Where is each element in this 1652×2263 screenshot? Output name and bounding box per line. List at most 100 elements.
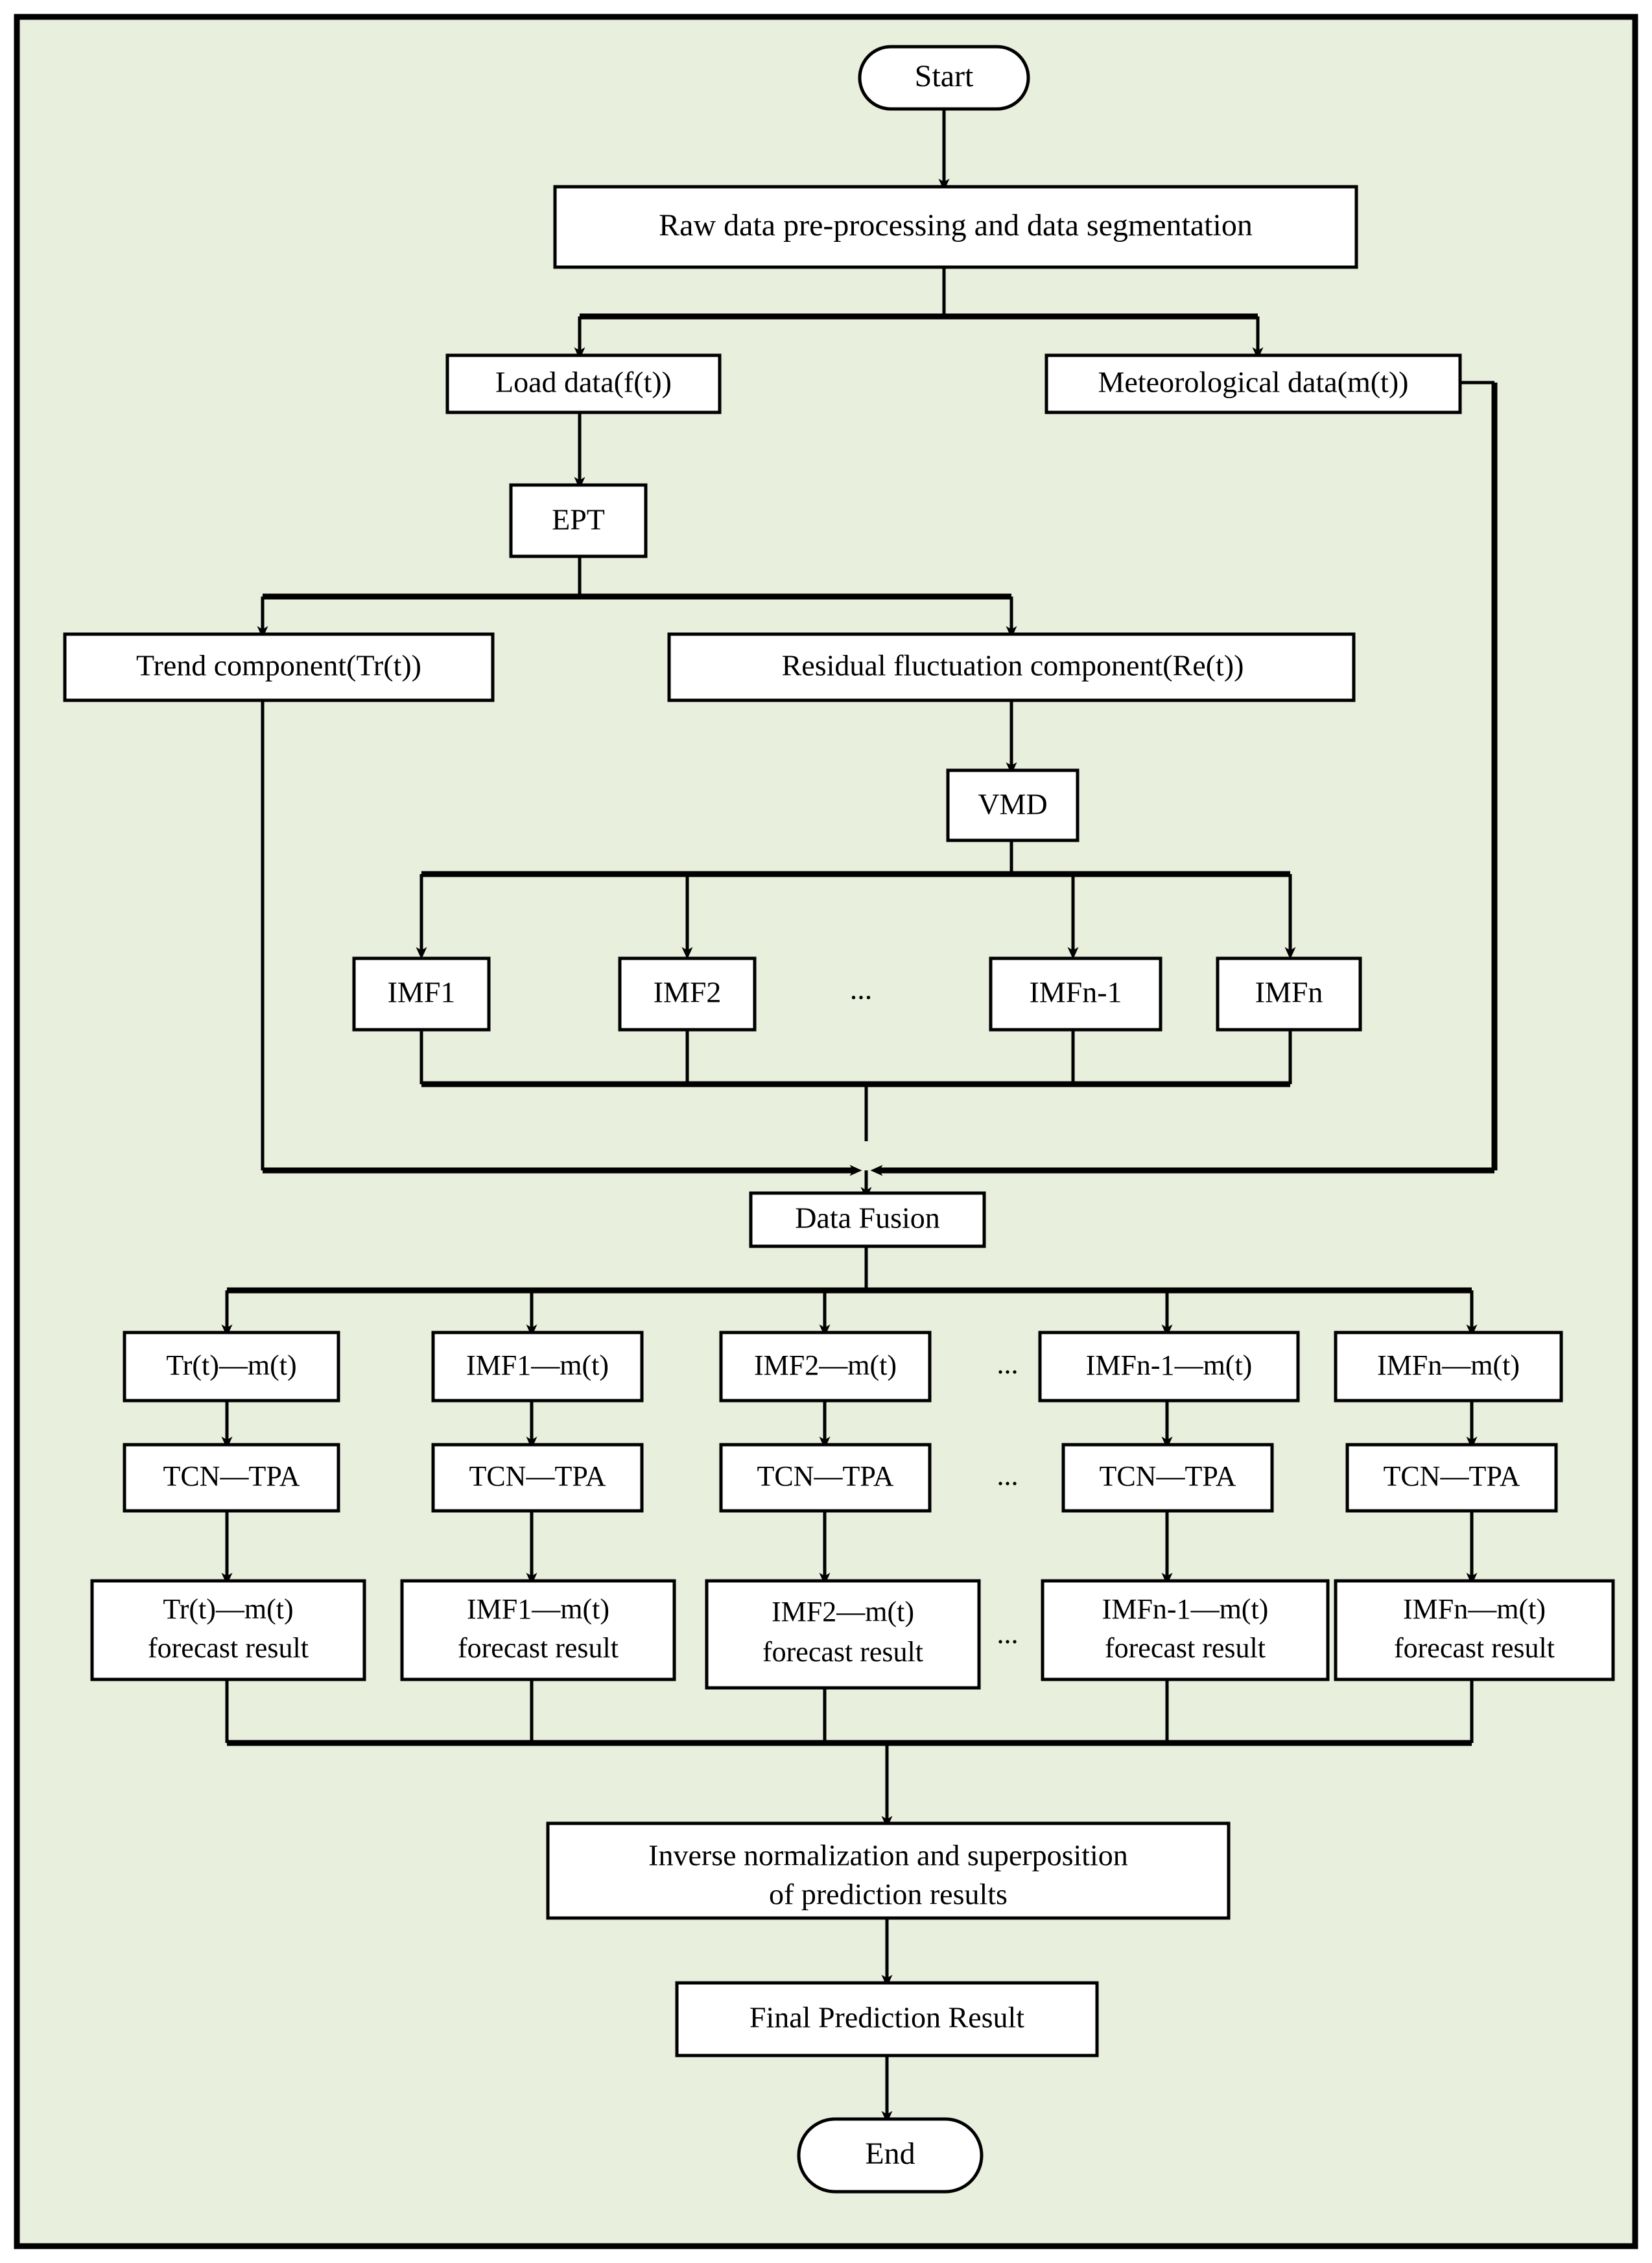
- pair-1-label: Tr(t)—m(t): [166, 1349, 296, 1381]
- vmd-shape: [946, 768, 1080, 842]
- model-1-shape: [123, 1443, 340, 1513]
- residual-label: Residual fluctuation component(Re(t)): [782, 649, 1244, 682]
- preprocess-shape: [553, 185, 1358, 269]
- model-4-label: TCN—TPA: [1099, 1460, 1236, 1492]
- node-model-1[interactable]: TCN—TPA: [123, 1443, 340, 1513]
- node-preprocess[interactable]: Raw data pre-processing and data segment…: [553, 185, 1358, 269]
- connector-layer: [221, 109, 1498, 2124]
- result-2-line1: IMF1—m(t): [467, 1593, 609, 1625]
- result-4-line2: forecast result: [1105, 1632, 1266, 1664]
- residual-shape: [667, 632, 1356, 702]
- node-inverse-normalization[interactable]: Inverse normalization and superposition …: [546, 1821, 1231, 1920]
- data-fusion-label: Data Fusion: [795, 1202, 940, 1235]
- load-data-label: Load data(f(t)): [495, 366, 672, 399]
- imf2-shape: [618, 956, 757, 1032]
- node-load-data[interactable]: Load data(f(t)): [445, 353, 722, 414]
- pair-1-shape: [123, 1331, 340, 1403]
- result-4-shape: [1041, 1579, 1330, 1681]
- result-1-line1: Tr(t)—m(t): [163, 1593, 293, 1625]
- node-vmd[interactable]: VMD: [946, 768, 1080, 842]
- node-result-3[interactable]: IMF2—m(t) forecast result: [705, 1579, 981, 1690]
- model-4-shape: [1061, 1443, 1274, 1513]
- result-3-shape: [705, 1579, 981, 1690]
- model-2-shape: [431, 1443, 644, 1513]
- node-pair-2[interactable]: IMF1—m(t): [431, 1331, 644, 1403]
- pair-3-label: IMF2—m(t): [754, 1349, 897, 1381]
- pair-4-shape: [1038, 1331, 1300, 1403]
- start-label: Start: [915, 59, 974, 93]
- model-5-shape: [1345, 1443, 1558, 1513]
- node-end[interactable]: End: [797, 2117, 984, 2194]
- trend-shape: [63, 632, 495, 702]
- result-5-line1: IMFn—m(t): [1403, 1593, 1546, 1625]
- pair-row-ellipsis: ...: [997, 1348, 1019, 1380]
- ept-label: EPT: [552, 503, 605, 536]
- inverse-shape: [546, 1821, 1231, 1920]
- meteo-data-label: Meteorological data(m(t)): [1098, 366, 1409, 399]
- node-model-5[interactable]: TCN—TPA: [1345, 1443, 1558, 1513]
- imf1-label: IMF1: [388, 976, 456, 1009]
- node-ept[interactable]: EPT: [509, 483, 648, 558]
- node-final-prediction-result[interactable]: Final Prediction Result: [675, 1981, 1099, 2057]
- preprocess-label: Raw data pre-processing and data segment…: [659, 208, 1253, 243]
- node-start[interactable]: Start: [858, 45, 1030, 111]
- inverse-line1: Inverse normalization and superposition: [648, 1839, 1128, 1872]
- imfn-1-shape: [989, 956, 1162, 1032]
- node-result-5[interactable]: IMFn—m(t) forecast result: [1334, 1579, 1615, 1681]
- node-imf2[interactable]: IMF2: [618, 956, 757, 1032]
- node-imfn-1[interactable]: IMFn-1: [989, 956, 1162, 1032]
- final-result-shape: [675, 1981, 1099, 2057]
- node-pair-3[interactable]: IMF2—m(t): [719, 1331, 932, 1403]
- result-2-line2: forecast result: [458, 1632, 619, 1664]
- node-result-2[interactable]: IMF1—m(t) forecast result: [400, 1579, 676, 1681]
- imf1-shape: [352, 956, 491, 1032]
- node-pair-1[interactable]: Tr(t)—m(t): [123, 1331, 340, 1403]
- node-pair-5[interactable]: IMFn—m(t): [1334, 1331, 1563, 1403]
- node-trend-component[interactable]: Trend component(Tr(t)): [63, 632, 495, 702]
- end-label: End: [865, 2137, 915, 2171]
- result-2-shape: [400, 1579, 676, 1681]
- pair-4-label: IMFn-1—m(t): [1086, 1349, 1253, 1381]
- node-result-1[interactable]: Tr(t)—m(t) forecast result: [90, 1579, 366, 1681]
- load-data-shape: [445, 353, 722, 414]
- node-imf1[interactable]: IMF1: [352, 956, 491, 1032]
- node-model-4[interactable]: TCN—TPA: [1061, 1443, 1274, 1513]
- result-3-line1: IMF2—m(t): [772, 1596, 914, 1628]
- pair-2-shape: [431, 1331, 644, 1403]
- result-5-shape: [1334, 1579, 1615, 1681]
- result-1-line2: forecast result: [148, 1632, 309, 1664]
- node-model-3[interactable]: TCN—TPA: [719, 1443, 932, 1513]
- model-2-label: TCN—TPA: [469, 1460, 606, 1492]
- node-model-2[interactable]: TCN—TPA: [431, 1443, 644, 1513]
- node-residual-component[interactable]: Residual fluctuation component(Re(t)): [667, 632, 1356, 702]
- inverse-line2: of prediction results: [769, 1878, 1008, 1911]
- node-imfn[interactable]: IMFn: [1216, 956, 1362, 1032]
- final-result-label: Final Prediction Result: [749, 2001, 1024, 2034]
- imf-row-ellipsis: ...: [850, 973, 873, 1006]
- trend-label: Trend component(Tr(t)): [136, 649, 421, 682]
- model-5-label: TCN—TPA: [1383, 1460, 1520, 1492]
- result-1-shape: [90, 1579, 366, 1681]
- start-terminator-shape: [858, 45, 1030, 111]
- imfn-label: IMFn: [1255, 976, 1323, 1009]
- result-3-line2: forecast result: [762, 1636, 923, 1668]
- imfn-1-label: IMFn-1: [1029, 976, 1122, 1009]
- pair-2-label: IMF1—m(t): [466, 1349, 609, 1381]
- node-meteorological-data[interactable]: Meteorological data(m(t)): [1044, 353, 1462, 414]
- pair-5-shape: [1334, 1331, 1563, 1403]
- vmd-label: VMD: [978, 788, 1047, 821]
- node-pair-4[interactable]: IMFn-1—m(t): [1038, 1331, 1300, 1403]
- ept-shape: [509, 483, 648, 558]
- model-3-shape: [719, 1443, 932, 1513]
- meteo-data-shape: [1044, 353, 1462, 414]
- node-data-fusion[interactable]: Data Fusion: [749, 1191, 986, 1248]
- result-row-ellipsis: ...: [997, 1618, 1019, 1650]
- imf2-label: IMF2: [654, 976, 722, 1009]
- model-row-ellipsis: ...: [997, 1460, 1019, 1491]
- pair-5-label: IMFn—m(t): [1377, 1349, 1520, 1381]
- imfn-shape: [1216, 956, 1362, 1032]
- result-5-line2: forecast result: [1394, 1632, 1555, 1664]
- node-result-4[interactable]: IMFn-1—m(t) forecast result: [1041, 1579, 1330, 1681]
